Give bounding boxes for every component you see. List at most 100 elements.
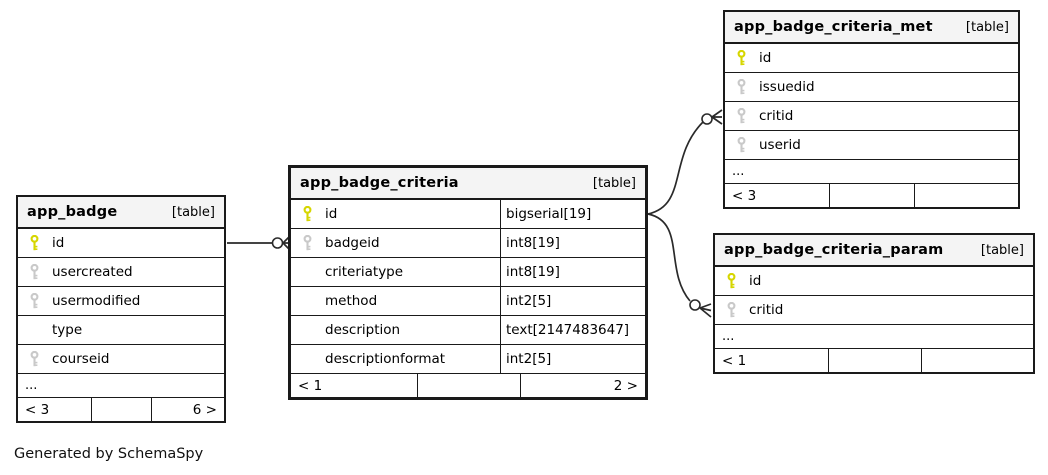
column-type: int2[5] bbox=[500, 345, 645, 373]
table-name[interactable]: app_badge_criteria_param bbox=[724, 242, 944, 258]
table-footer: < 1 bbox=[715, 349, 1033, 372]
column-name: courseid bbox=[52, 351, 110, 367]
foreign-key-icon bbox=[735, 137, 747, 153]
column-name: type bbox=[52, 322, 83, 338]
table-tag: [table] bbox=[980, 242, 1024, 258]
column-row-type[interactable]: type bbox=[18, 316, 224, 345]
footer-cell-center bbox=[418, 374, 522, 397]
column-row-id[interactable]: id bbox=[18, 229, 224, 258]
column-name-cell: usercreated bbox=[18, 258, 224, 286]
footer-cell-center bbox=[830, 184, 916, 207]
column-name-cell: criteriatype bbox=[291, 258, 500, 286]
column-type: int8[19] bbox=[500, 258, 645, 286]
footer-cell-right: 6 > bbox=[192, 401, 217, 418]
ellipsis-row: ... bbox=[18, 374, 224, 398]
footer-cell-center bbox=[829, 349, 922, 372]
column-name-cell: courseid bbox=[18, 345, 224, 373]
foreign-key-icon bbox=[301, 235, 313, 251]
foreign-key-icon bbox=[735, 108, 747, 124]
column-name-cell: description bbox=[291, 316, 500, 344]
primary-key-icon bbox=[725, 273, 737, 289]
table-name[interactable]: app_badge bbox=[27, 204, 118, 220]
column-row-usermodified[interactable]: usermodified bbox=[18, 287, 224, 316]
column-name: id bbox=[52, 235, 65, 251]
column-name: critid bbox=[759, 108, 794, 124]
table-header: app_badge_criteria_met [table] bbox=[725, 12, 1018, 44]
column-row-userid[interactable]: userid bbox=[725, 131, 1018, 160]
footer-cell-right bbox=[915, 184, 1018, 207]
primary-key-icon bbox=[735, 50, 747, 66]
column-name: criteriatype bbox=[325, 264, 404, 280]
column-row-criteriatype[interactable]: criteriatype int8[19] bbox=[291, 258, 645, 287]
column-name-cell: type bbox=[18, 316, 224, 344]
column-name-cell: id bbox=[291, 200, 500, 228]
column-name-cell: method bbox=[291, 287, 500, 315]
column-row-critid[interactable]: critid bbox=[715, 296, 1033, 325]
column-row-description[interactable]: description text[2147483647] bbox=[291, 316, 645, 345]
relationship-connector-criteria-to-met bbox=[647, 109, 723, 215]
column-name-cell: critid bbox=[715, 296, 1033, 324]
column-name: badgeid bbox=[325, 235, 380, 251]
table-name[interactable]: app_badge_criteria_met bbox=[734, 19, 933, 35]
primary-key-icon bbox=[28, 235, 40, 251]
primary-key-icon bbox=[301, 206, 313, 222]
column-name-cell: critid bbox=[725, 102, 1018, 130]
column-type: text[2147483647] bbox=[500, 316, 645, 344]
table-app_badge_criteria_param: app_badge_criteria_param [table] id critid.… bbox=[713, 233, 1035, 374]
footer-cell-left: < 3 bbox=[18, 398, 93, 421]
foreign-key-icon bbox=[735, 79, 747, 95]
table-header: app_badge [table] bbox=[18, 197, 224, 229]
table-tag: [table] bbox=[592, 175, 636, 191]
column-name-cell: id bbox=[18, 229, 224, 257]
column-row-id[interactable]: id bbox=[725, 44, 1018, 73]
table-name[interactable]: app_badge_criteria bbox=[300, 175, 459, 191]
column-name-cell: issuedid bbox=[725, 73, 1018, 101]
ellipsis-row: ... bbox=[725, 160, 1018, 184]
column-name: usermodified bbox=[52, 293, 141, 309]
footer-cell-left: < 3 bbox=[725, 184, 831, 207]
column-row-id[interactable]: id bbox=[715, 267, 1033, 296]
foreign-key-icon bbox=[28, 293, 40, 309]
table-header: app_badge_criteria [table] bbox=[291, 168, 645, 200]
column-row-critid[interactable]: critid bbox=[725, 102, 1018, 131]
foreign-key-icon bbox=[28, 264, 40, 280]
foreign-key-icon bbox=[28, 351, 40, 367]
table-footer: < 3 6 > bbox=[18, 398, 224, 421]
table-app_badge: app_badge [table] id usercreated usermodifie… bbox=[16, 195, 226, 423]
generated-by-note: Generated by SchemaSpy bbox=[14, 446, 204, 462]
column-name-cell: id bbox=[715, 267, 1033, 295]
column-name: userid bbox=[759, 137, 801, 153]
column-name: description bbox=[325, 322, 401, 338]
column-row-courseid[interactable]: courseid bbox=[18, 345, 224, 374]
ellipsis-row: ... bbox=[715, 325, 1033, 349]
column-name-cell: id bbox=[725, 44, 1018, 72]
column-name-cell: badgeid bbox=[291, 229, 500, 257]
column-name-cell: descriptionformat bbox=[291, 345, 500, 373]
column-row-usercreated[interactable]: usercreated bbox=[18, 258, 224, 287]
column-name: id bbox=[759, 50, 772, 66]
table-tag: [table] bbox=[965, 19, 1009, 35]
column-type: int2[5] bbox=[500, 287, 645, 315]
column-name: method bbox=[325, 293, 378, 309]
relationship-connector-criteria-to-param bbox=[647, 213, 712, 318]
table-tag: [table] bbox=[171, 204, 215, 220]
column-name: id bbox=[749, 273, 762, 289]
column-name: issuedid bbox=[759, 79, 815, 95]
column-type: bigserial[19] bbox=[500, 200, 645, 228]
footer-cell-right bbox=[922, 349, 1033, 372]
table-footer: < 3 bbox=[725, 184, 1018, 207]
column-name: usercreated bbox=[52, 264, 133, 280]
column-row-method[interactable]: method int2[5] bbox=[291, 287, 645, 316]
column-name-cell: usermodified bbox=[18, 287, 224, 315]
footer-cell-left: < 1 bbox=[291, 374, 419, 397]
footer-cell-left: < 1 bbox=[715, 349, 830, 372]
column-row-issuedid[interactable]: issuedid bbox=[725, 73, 1018, 102]
foreign-key-icon bbox=[725, 302, 737, 318]
footer-cell-center bbox=[92, 398, 152, 421]
